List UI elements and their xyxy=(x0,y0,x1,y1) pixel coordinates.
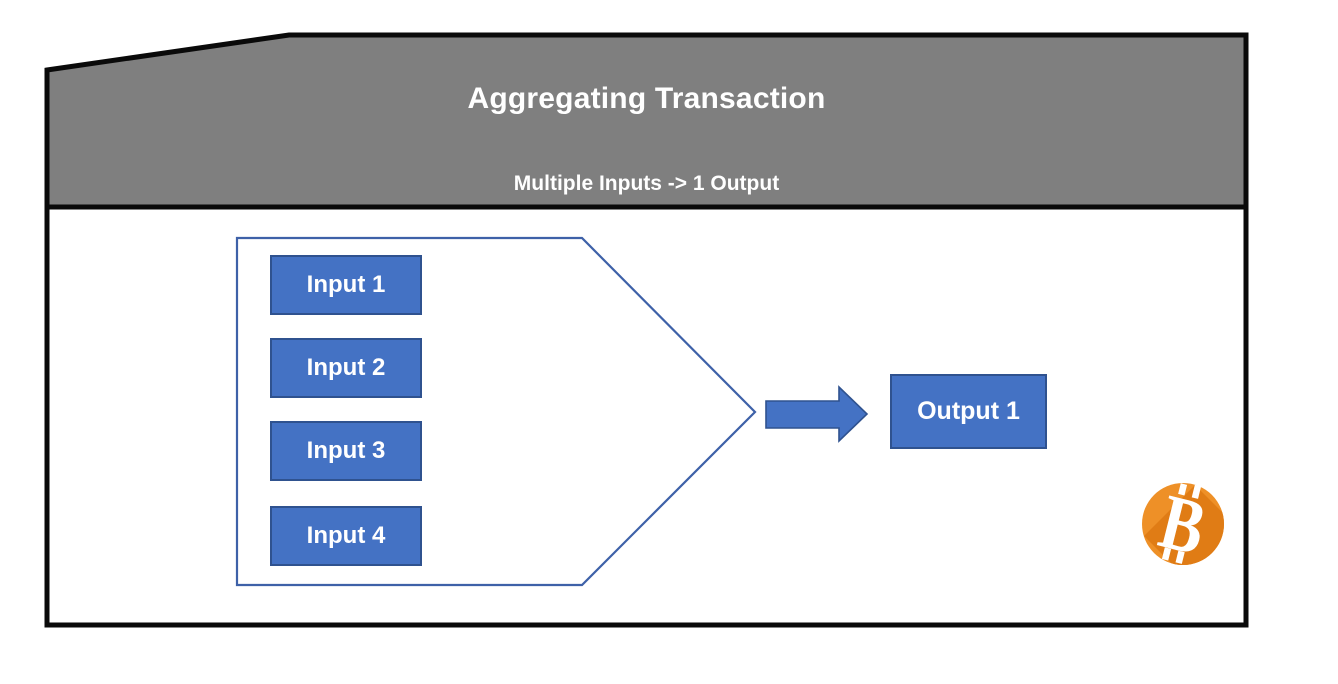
bitcoin-icon: B xyxy=(1142,478,1224,572)
input-2-label: Input 2 xyxy=(306,354,386,381)
input-1-box: Input 1 xyxy=(270,255,422,315)
header-banner-shape xyxy=(44,32,1249,210)
funnel-chevron-shape xyxy=(235,236,757,587)
output-1-box: Output 1 xyxy=(890,374,1047,449)
input-3-box: Input 3 xyxy=(270,421,422,481)
input-1-label: Input 1 xyxy=(306,271,386,298)
flow-arrow-icon xyxy=(765,385,869,443)
input-4-label: Input 4 xyxy=(306,522,386,549)
input-4-box: Input 4 xyxy=(270,506,422,566)
output-1-label: Output 1 xyxy=(917,397,1020,425)
input-2-box: Input 2 xyxy=(270,338,422,398)
banner-title: Aggregating Transaction xyxy=(467,82,826,115)
input-3-label: Input 3 xyxy=(306,437,386,464)
bitcoin-coin-shadow xyxy=(1144,485,1224,565)
banner-subtitle: Multiple Inputs -> 1 Output xyxy=(513,172,780,195)
